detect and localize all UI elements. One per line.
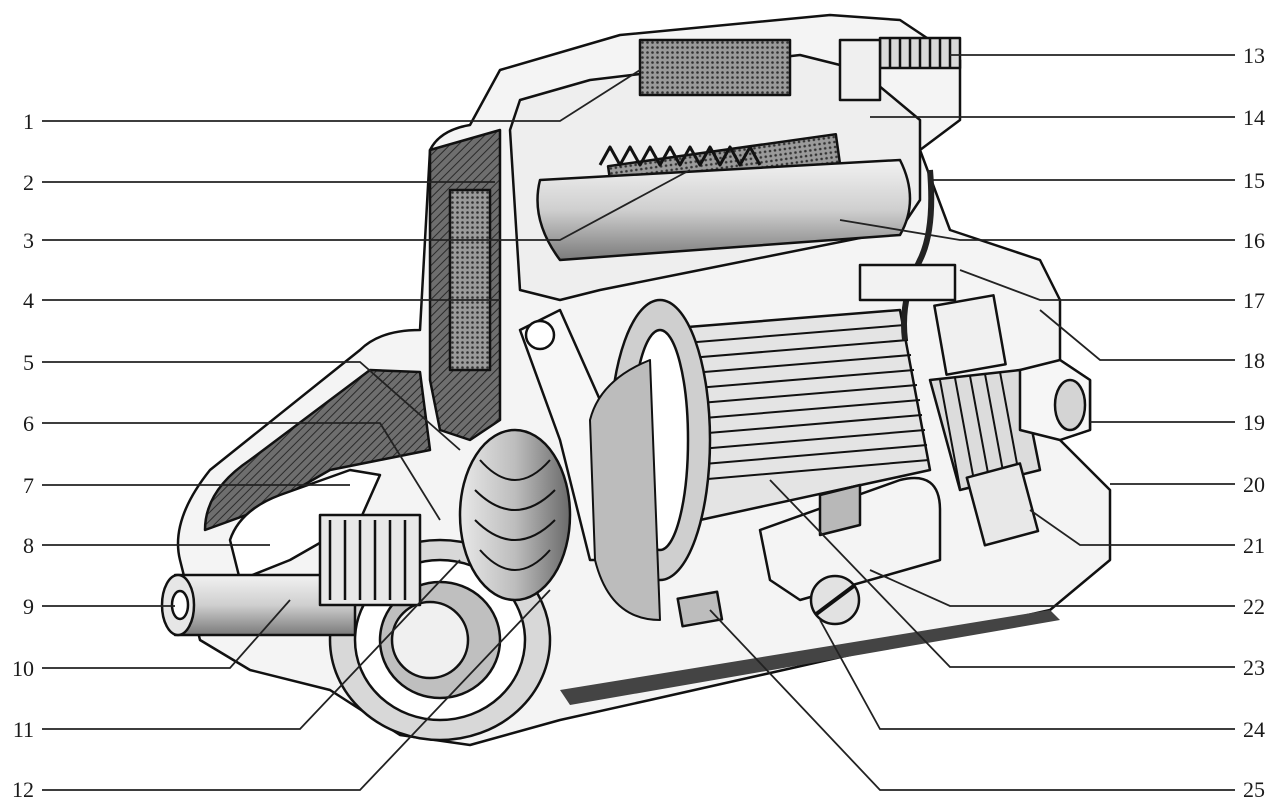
connecting-cable — [901, 169, 935, 341]
solenoid-winding — [638, 38, 792, 97]
callout-7: 7 — [23, 473, 34, 498]
leader-line-25 — [709, 609, 1235, 791]
leader-line-23 — [769, 479, 1235, 668]
leader-line-22 — [869, 569, 1235, 607]
callout-13: 13 — [1243, 43, 1265, 68]
leader-line-6 — [42, 422, 441, 521]
callout-11: 11 — [13, 717, 34, 742]
pole-shoe — [758, 476, 942, 602]
callout-3: 3 — [23, 228, 34, 253]
drive-end-housing — [203, 368, 432, 532]
housing-seal — [676, 590, 724, 628]
through-bolt-head — [809, 574, 861, 626]
callout-2: 2 — [23, 170, 34, 195]
starter-motor-illustration — [160, 13, 1112, 747]
callout-25: 25 — [1243, 777, 1265, 798]
callout-17: 17 — [1243, 288, 1265, 313]
callout-6: 6 — [23, 411, 34, 436]
leader-line-11 — [42, 559, 461, 730]
leader-line-10 — [42, 599, 291, 669]
ring-gear — [589, 359, 661, 621]
callout-14: 14 — [1243, 105, 1265, 130]
leader-line-1 — [42, 69, 641, 122]
leader-line-12 — [42, 589, 551, 791]
leader-line-24 — [819, 619, 1235, 730]
commutator — [928, 368, 1042, 492]
callout-19: 19 — [1243, 410, 1265, 435]
pinion-gear — [318, 513, 422, 607]
overrunning-clutch — [458, 428, 572, 602]
leader-line-16 — [839, 219, 1235, 241]
left-callout-labels: 1 2 3 4 5 6 7 8 9 10 11 12 — [12, 109, 34, 798]
callout-20: 20 — [1243, 472, 1265, 497]
callout-10: 10 — [12, 656, 34, 681]
leader-line-17 — [959, 269, 1235, 301]
callout-18: 18 — [1243, 348, 1265, 373]
callout-21: 21 — [1243, 533, 1265, 558]
callout-15: 15 — [1243, 168, 1265, 193]
leader-lines — [42, 54, 1235, 791]
callout-8: 8 — [23, 533, 34, 558]
leader-line-18 — [1039, 309, 1235, 361]
leader-line-3 — [42, 169, 691, 241]
callout-9: 9 — [23, 594, 34, 619]
right-callout-labels: 13 14 15 16 17 18 19 20 21 22 23 24 25 — [1243, 43, 1265, 798]
callout-5: 5 — [23, 350, 34, 375]
callout-23: 23 — [1243, 655, 1265, 680]
brush-holder — [933, 294, 1007, 376]
callout-24: 24 — [1243, 717, 1265, 742]
callout-1: 1 — [23, 109, 34, 134]
callout-22: 22 — [1243, 594, 1265, 619]
callout-4: 4 — [23, 288, 34, 313]
callout-16: 16 — [1243, 228, 1265, 253]
return-spring — [598, 145, 762, 167]
field-coil-left — [448, 188, 492, 372]
leader-line-5 — [42, 361, 461, 451]
leader-line-21 — [1029, 509, 1235, 546]
callout-12: 12 — [12, 777, 34, 798]
